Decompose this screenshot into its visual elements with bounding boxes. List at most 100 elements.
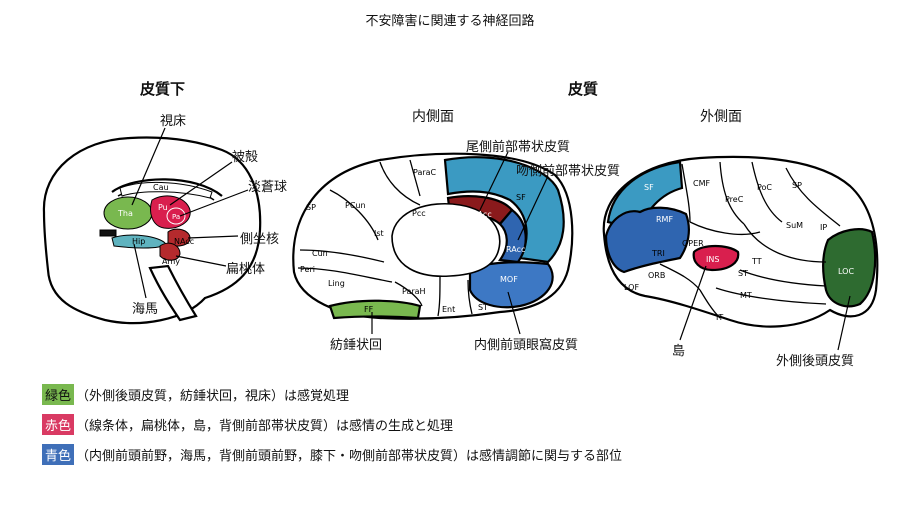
figure-title: 不安障害に関連する神経回路 bbox=[365, 14, 535, 29]
legend-text-red: （線条体，扁桃体，島，背側前部帯状皮質）は感情の生成と処理 bbox=[76, 419, 454, 434]
label-sf-lateral: SF bbox=[644, 183, 654, 192]
label-sp-lateral: SP bbox=[792, 181, 802, 190]
legend-row-red: 赤色 （線条体，扁桃体，島，背側前部帯状皮質）は感情の生成と処理 bbox=[42, 414, 453, 435]
medial-sulci bbox=[297, 159, 473, 317]
legend-text-blue: （内側前頭前野，海馬，背側前頭前野，膝下・吻側前部帯状皮質）は感情調節に関与する… bbox=[76, 449, 623, 464]
label-parah: ParaH bbox=[402, 287, 426, 296]
leader-cacc bbox=[479, 151, 509, 211]
label-cmf: CMF bbox=[693, 179, 710, 188]
leader-thalamus bbox=[131, 127, 166, 206]
legend-row-green: 緑色 （外側後頭皮質，紡錘状回，視床）は感覚処理 bbox=[42, 384, 349, 405]
label-orb: ORB bbox=[648, 271, 665, 280]
section-cortex: 皮質 bbox=[568, 80, 599, 98]
lateral-loc bbox=[822, 228, 877, 308]
label-pcc: Pcc bbox=[412, 209, 426, 218]
label-racc: RAcc bbox=[506, 245, 525, 254]
lateral-labels: SF CMF PreC PoC SP RMF SuM IP OPER TRI I… bbox=[624, 179, 854, 322]
legend-text-green: （外側後頭皮質，紡錘状回，視床）は感覚処理 bbox=[76, 389, 350, 404]
callout-nacc: 側坐核 bbox=[240, 232, 280, 247]
subsection-medial: 内側面 bbox=[412, 109, 454, 125]
lateral-leaders bbox=[679, 265, 851, 351]
label-pa: Pa bbox=[172, 213, 180, 221]
medial-ff bbox=[328, 299, 422, 320]
label-ling: Ling bbox=[328, 279, 345, 288]
subsection-lateral: 外側面 bbox=[700, 109, 742, 125]
medial-brain bbox=[292, 152, 574, 320]
label-sum: SuM bbox=[786, 221, 803, 230]
callout-hippocampus: 海馬 bbox=[132, 302, 159, 317]
legend-swatch-red: 赤色 bbox=[42, 414, 75, 435]
medial-sf bbox=[443, 156, 565, 264]
label-cun: Cun bbox=[312, 249, 328, 258]
label-ip: IP bbox=[820, 223, 827, 232]
label-cacc: CAcc bbox=[472, 210, 492, 219]
label-rmf: RMF bbox=[656, 215, 673, 224]
medial-inner bbox=[391, 203, 501, 278]
brainstem bbox=[148, 264, 198, 322]
leader-amygdala bbox=[175, 255, 227, 267]
label-it: IT bbox=[716, 313, 723, 322]
black-bar bbox=[99, 229, 117, 237]
lateral-sulci bbox=[659, 161, 841, 319]
label-tha: Tha bbox=[117, 209, 133, 218]
label-sp-medial: SP bbox=[306, 203, 316, 212]
callout-loc: 外側後頭皮質 bbox=[776, 354, 855, 369]
subcortical-regions bbox=[99, 181, 213, 261]
leader-nacc bbox=[187, 235, 239, 239]
label-amy: Amy bbox=[162, 257, 180, 266]
callout-mofc: 内側前頭眼窩皮質 bbox=[474, 338, 579, 353]
label-oper: OPER bbox=[682, 239, 704, 248]
legend-row-blue: 青色 （内側前頭前野，海馬，背側前頭前野，膝下・吻側前部帯状皮質）は感情調節に関… bbox=[42, 444, 622, 465]
cau-region bbox=[119, 181, 213, 199]
callout-cacc: 尾側前部帯状皮質 bbox=[466, 140, 571, 155]
leader-insula bbox=[679, 265, 707, 341]
lateral-rmf bbox=[604, 206, 690, 274]
callout-pallidum: 淡蒼球 bbox=[248, 180, 288, 195]
label-lof: LOF bbox=[624, 283, 639, 292]
label-hip: Hip bbox=[132, 237, 145, 246]
callout-racc: 吻側前部帯状皮質 bbox=[516, 164, 621, 179]
legend-swatch-blue: 青色 bbox=[42, 444, 75, 465]
subcortical-outline bbox=[42, 136, 262, 325]
leader-racc bbox=[517, 175, 549, 241]
label-ent: Ent bbox=[442, 305, 455, 314]
corpus-callosum bbox=[111, 178, 223, 197]
label-pu: Pu bbox=[158, 203, 168, 212]
section-subcortical: 皮質下 bbox=[140, 80, 186, 98]
leader-loc bbox=[837, 295, 851, 351]
label-tri: TRI bbox=[651, 249, 665, 258]
label-parac: ParaC bbox=[413, 168, 437, 177]
label-nacc: NAcc bbox=[174, 237, 194, 246]
label-prec: PreC bbox=[725, 195, 744, 204]
medial-mof bbox=[468, 261, 554, 309]
medial-racc bbox=[498, 208, 527, 264]
label-cau: Cau bbox=[153, 183, 169, 192]
amy-region bbox=[159, 242, 181, 261]
label-mof: MOF bbox=[500, 275, 518, 284]
callout-putamen: 被殻 bbox=[232, 150, 259, 165]
label-pcun: PCun bbox=[345, 201, 366, 210]
callout-insula: 島 bbox=[672, 344, 686, 359]
leader-putamen bbox=[169, 161, 233, 206]
leader-hippocampus bbox=[133, 243, 147, 299]
subcortical-leaders bbox=[131, 127, 249, 299]
medial-labels: ParaC SP PCun Pcc CAcc SF Cun Ist RAcc P… bbox=[300, 168, 526, 314]
callout-thalamus: 視床 bbox=[160, 114, 187, 129]
label-peri: Peri bbox=[300, 265, 315, 274]
callout-fusiform: 紡錘状回 bbox=[330, 338, 383, 353]
leader-mofc bbox=[507, 291, 521, 335]
label-st-lateral: ST bbox=[738, 269, 748, 278]
label-tt: TT bbox=[751, 257, 762, 266]
leader-pallidum bbox=[179, 189, 249, 217]
label-mt: MT bbox=[740, 291, 752, 300]
lateral-ins bbox=[692, 244, 740, 272]
label-ff: FF bbox=[364, 305, 374, 314]
medial-leaders bbox=[371, 151, 549, 335]
label-ist: Ist bbox=[374, 229, 384, 238]
label-st-medial: ST bbox=[478, 303, 488, 312]
pa-region bbox=[166, 207, 186, 225]
label-ins: INS bbox=[706, 255, 719, 264]
legend-swatch-green: 緑色 bbox=[42, 384, 75, 405]
label-sf-medial: SF bbox=[516, 193, 526, 202]
